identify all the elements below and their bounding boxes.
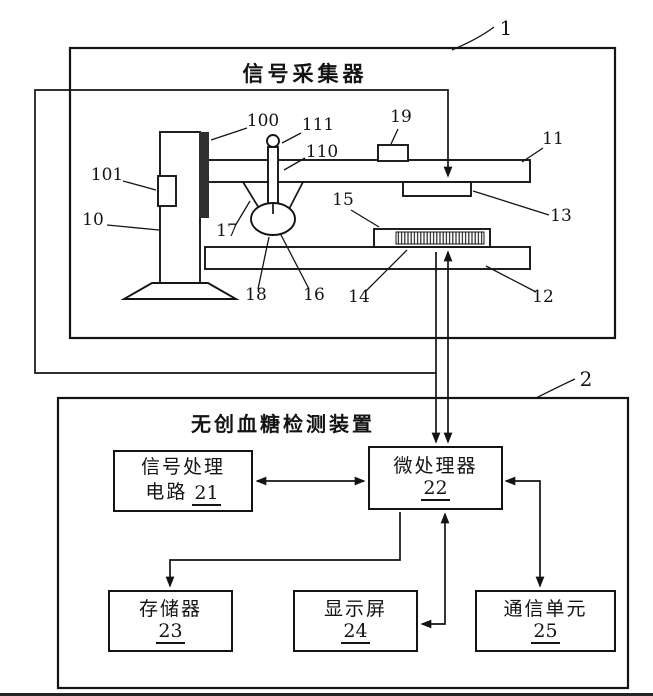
label-101: 101 xyxy=(91,165,123,185)
label-12: 12 xyxy=(532,287,554,307)
collector-title: 信号采集器 xyxy=(242,63,368,86)
wire-proc-to-comm xyxy=(504,476,545,588)
signal-wires xyxy=(34,89,545,629)
block-microprocessor: 微处理器 22 xyxy=(368,446,503,510)
stand xyxy=(120,131,240,300)
display-label: 显示屏 xyxy=(323,598,387,620)
sample-ball-16 xyxy=(250,202,296,236)
ref2-label: 2 xyxy=(580,367,593,391)
comm-unit-label: 通信单元 xyxy=(503,598,588,620)
upper-beam-11 xyxy=(204,159,531,183)
label-100: 100 xyxy=(247,111,279,131)
probe-110 xyxy=(266,134,280,205)
hatch-element-13 xyxy=(402,181,472,197)
block-signal-processing: 信号处理 电路 21 xyxy=(113,450,253,512)
label-17: 17 xyxy=(216,221,238,241)
sensor-14 xyxy=(373,228,491,248)
wire-proc-to-memory xyxy=(165,512,401,588)
memory-number: 23 xyxy=(156,620,185,645)
ref2-leader xyxy=(535,378,576,399)
label-16: 16 xyxy=(303,285,325,305)
label-111: 111 xyxy=(302,115,334,135)
probe-knob-111 xyxy=(266,134,280,148)
block-display: 显示屏 24 xyxy=(293,590,418,652)
collector-box xyxy=(68,46,617,340)
label-13: 13 xyxy=(550,206,572,226)
signal-processing-number: 21 xyxy=(192,481,221,506)
lower-beam-12 xyxy=(204,246,531,270)
slide-rail-100 xyxy=(157,175,177,207)
signal-processing-label-line1: 信号处理 xyxy=(140,457,225,479)
label-14: 14 xyxy=(348,287,370,307)
signal-processing-label-line2: 电路 xyxy=(145,482,188,503)
display-number: 24 xyxy=(341,620,370,645)
microprocessor-label: 微处理器 xyxy=(393,455,478,477)
scan-edge-artifact xyxy=(0,693,653,696)
label-18: 18 xyxy=(245,285,267,305)
label-110: 110 xyxy=(306,142,338,162)
part-leaders xyxy=(106,127,550,293)
comm-unit-number: 25 xyxy=(531,620,560,645)
ref1-leader xyxy=(451,26,495,51)
wire-loop-to-13 xyxy=(34,89,453,374)
label-11: 11 xyxy=(542,129,564,149)
label-19: 19 xyxy=(390,107,412,127)
dark-bar-100 xyxy=(199,132,209,218)
device-title: 无创血糖检测装置 xyxy=(191,414,375,436)
block-comm-unit: 通信单元 25 xyxy=(475,590,616,652)
label-15: 15 xyxy=(332,190,354,210)
device-box xyxy=(56,396,630,690)
ref1-label: 1 xyxy=(500,16,513,40)
part-labels: 100 111 110 19 11 101 10 17 13 15 18 16 … xyxy=(82,16,592,391)
memory-label: 存储器 xyxy=(138,598,202,620)
wire-proc-to-display xyxy=(420,512,450,629)
block-memory: 存储器 23 xyxy=(108,590,233,652)
label-10: 10 xyxy=(82,210,104,230)
hatch-element-19 xyxy=(377,144,409,162)
microprocessor-number: 22 xyxy=(421,477,450,502)
